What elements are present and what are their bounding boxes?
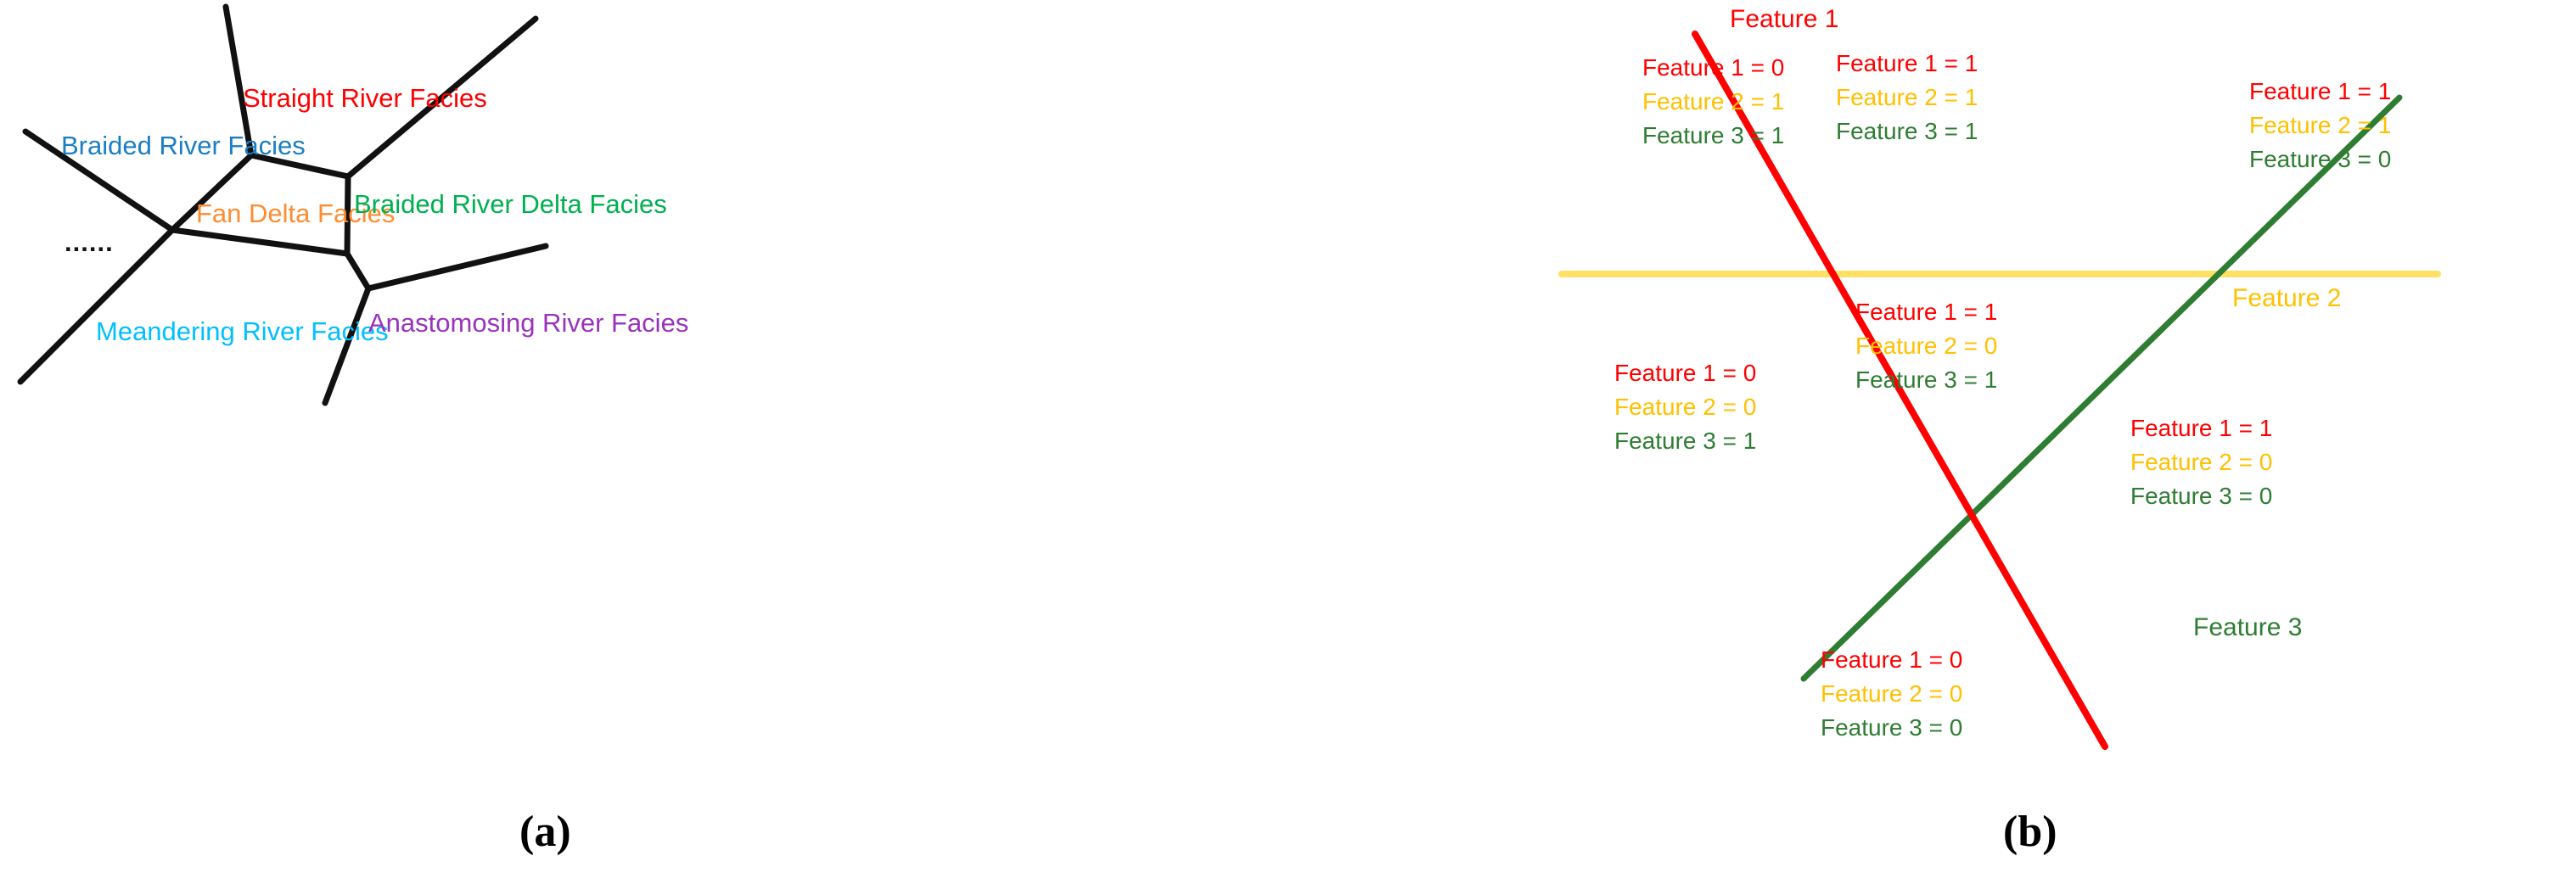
region-row-feature-2: Feature 2 = 1 (2249, 111, 2392, 138)
region-row-feature-2: Feature 2 = 0 (1614, 393, 1757, 420)
edge-b-lower-left (17, 227, 176, 385)
region-bottom-center: Feature 1 = 0 Feature 2 = 0 Feature 3 = … (1821, 643, 1962, 744)
edge-c-d (344, 173, 351, 257)
label-braided-river-facies: Braided River Facies (61, 131, 306, 160)
region-row-feature-3: Feature 3 = 0 (2249, 145, 2392, 172)
region-row-feature-1: Feature 1 = 1 (1855, 299, 1998, 325)
label-straight-river-facies: Straight River Facies (243, 83, 487, 113)
label-fan-delta-facies: Fan Delta Facies (196, 199, 396, 228)
region-row-feature-2: Feature 2 = 1 (1836, 83, 1978, 110)
feature-3-boundary-label: Feature 3 (2193, 613, 2303, 641)
region-row-feature-1: Feature 1 = 1 (1836, 50, 1978, 76)
edge-b-d (169, 227, 351, 257)
edge-e-right (365, 243, 549, 292)
region-row-feature-3: Feature 3 = 1 (1836, 117, 1978, 144)
region-row-feature-2: Feature 2 = 0 (1855, 332, 1998, 359)
region-row-feature-3: Feature 3 = 0 (1821, 713, 1963, 741)
region-top-left: Feature 1 = 0 Feature 2 = 1 Feature 3 = … (1642, 51, 1784, 152)
region-top-right: Feature 1 = 1 Feature 2 = 1 Feature 3 = … (2249, 75, 2391, 176)
panel-a: ...... Straight River Facies Braided Riv… (17, 3, 689, 856)
region-row-feature-3: Feature 3 = 0 (2130, 482, 2273, 509)
panel-b-caption: (b) (2003, 808, 2057, 856)
feature-1-boundary-line (1692, 31, 2108, 750)
region-row-feature-1: Feature 1 = 1 (2130, 415, 2273, 441)
region-row-feature-1: Feature 1 = 0 (1614, 360, 1757, 386)
edge-e-bottom (322, 285, 372, 406)
edge-top-vertical (222, 3, 255, 159)
label-braided-river-delta-facies: Braided River Delta Facies (354, 189, 667, 219)
facies-network-graph (17, 3, 549, 406)
feature-3-boundary-line (1800, 94, 2403, 682)
label-anastomosing-river-facies: Anastomosing River Facies (368, 308, 689, 338)
label-meandering-river-facies: Meandering River Facies (96, 316, 389, 346)
edge-upper-left (22, 128, 176, 233)
region-middle-right: Feature 1 = 1 Feature 2 = 0 Feature 3 = … (2130, 411, 2272, 512)
edge-d-e (344, 250, 372, 292)
panel-a-caption: (a) (519, 808, 571, 856)
edge-a-b (169, 152, 255, 233)
feature-2-boundary-label: Feature 2 (2232, 284, 2342, 312)
feature-1-boundary-label: Feature 1 (1730, 5, 1839, 33)
region-row-feature-3: Feature 3 = 1 (1642, 121, 1785, 148)
region-middle-left: Feature 1 = 0 Feature 2 = 0 Feature 3 = … (1614, 356, 1756, 457)
decision-boundary-lines (1558, 31, 2441, 750)
region-row-feature-3: Feature 3 = 1 (1614, 427, 1757, 454)
panel-b: Feature 1 Feature 2 Feature 3 Feature 1 … (1290, 0, 2576, 895)
region-top-middle: Feature 1 = 1 Feature 2 = 1 Feature 3 = … (1836, 47, 1978, 148)
region-row-feature-2: Feature 2 = 0 (2130, 448, 2273, 475)
region-row-feature-3: Feature 3 = 1 (1855, 366, 1998, 393)
region-row-feature-2: Feature 2 = 0 (1821, 680, 1963, 707)
edge-top-right (345, 15, 539, 180)
region-row-feature-1: Feature 1 = 0 (1642, 54, 1785, 81)
ellipsis-marker: ...... (65, 227, 114, 257)
region-row-feature-2: Feature 2 = 1 (1642, 87, 1785, 115)
edge-a-c (248, 152, 351, 180)
region-row-feature-1: Feature 1 = 1 (2249, 78, 2392, 104)
region-row-feature-1: Feature 1 = 0 (1821, 646, 1963, 673)
region-middle-center: Feature 1 = 1 Feature 2 = 0 Feature 3 = … (1855, 295, 1997, 396)
